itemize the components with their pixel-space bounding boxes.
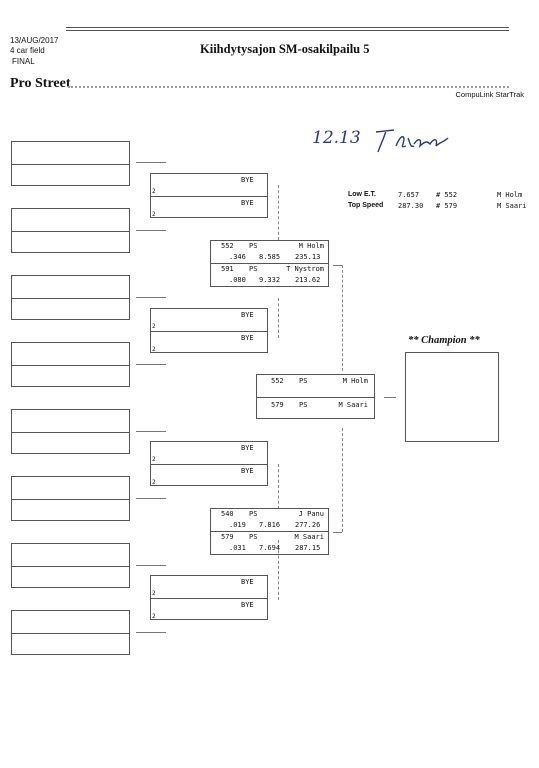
elapsed-time: 7.694 (259, 544, 281, 552)
bye-box-4: BYE BYE 2 2 (150, 575, 268, 620)
speed: 287.15 (295, 544, 321, 552)
connector (136, 498, 166, 499)
connector (136, 632, 166, 633)
low-et-name: M Holm (497, 191, 523, 199)
elapsed-time: 7.816 (259, 521, 281, 529)
seed-mark: 2 (152, 211, 156, 218)
top-speed-label: Top Speed (348, 202, 384, 209)
round1-pair-8 (11, 610, 130, 655)
car-class: PS (299, 377, 308, 385)
bye-box-3: BYE BYE 2 2 (150, 441, 268, 486)
top-speed-name: M Saari (497, 202, 527, 210)
connector (333, 265, 342, 266)
top-rule-2 (66, 30, 509, 31)
round1-pair-3 (11, 275, 130, 320)
champion-label: ** Champion ** (408, 335, 480, 346)
seed-mark: 2 (152, 188, 156, 195)
car-number: 579 (271, 401, 284, 409)
software-name: CompuLink StarTrak (455, 90, 525, 99)
connector (278, 540, 279, 600)
bye-label: BYE (241, 176, 254, 184)
round1-pair-1 (11, 141, 130, 186)
bye-label: BYE (241, 199, 254, 207)
car-class: PS (249, 510, 258, 518)
seed-mark: 2 (152, 613, 156, 620)
top-speed-value: 287.30 (398, 202, 424, 210)
bye-box-1: BYE BYE 2 2 (150, 173, 268, 218)
round1-pair-4 (11, 342, 130, 387)
champion-box (405, 352, 499, 442)
low-et-value: 7.657 (398, 191, 420, 199)
driver-name: J Panu (298, 510, 324, 518)
connector (278, 464, 279, 509)
driver-name: T Nystrom (286, 265, 324, 273)
bye-label: BYE (241, 334, 254, 342)
class-name: Pro Street (10, 76, 71, 91)
car-number: 552 (221, 242, 234, 250)
connector (342, 428, 343, 532)
connector (342, 265, 343, 371)
connector (384, 397, 396, 398)
reaction-time: .346 (229, 253, 246, 261)
car-number: 552 (271, 377, 284, 385)
connector (136, 230, 166, 231)
field-size: 4 car field (10, 46, 45, 55)
seed-mark: 2 (152, 456, 156, 463)
elapsed-time: 8.585 (259, 253, 281, 261)
seed-mark: 2 (152, 323, 156, 330)
race-date: 13/AUG/2017 (10, 36, 59, 45)
header-dots (68, 86, 509, 88)
car-number: 579 (221, 533, 234, 541)
connector (136, 364, 166, 365)
bye-label: BYE (241, 444, 254, 452)
top-speed-number: # 579 (436, 202, 458, 210)
connector (136, 297, 166, 298)
round1-pair-5 (11, 409, 130, 454)
low-et-label: Low E.T. (348, 191, 376, 198)
speed: 213.62 (295, 276, 321, 284)
bye-label: BYE (241, 601, 254, 609)
round1-pair-6 (11, 476, 130, 521)
connector (136, 162, 166, 163)
handwritten-time: 12.13 (312, 128, 361, 148)
reaction-time: .019 (229, 521, 246, 529)
car-class: PS (249, 533, 258, 541)
final-box: 552 PS M Holm 579 PS M Saari (256, 374, 375, 419)
reaction-time: .080 (229, 276, 246, 284)
connector (278, 185, 279, 240)
driver-name: M Holm (342, 377, 368, 385)
driver-name: M Holm (298, 242, 324, 250)
reaction-time: .031 (229, 544, 246, 552)
driver-name: M Saari (338, 401, 368, 409)
connector (136, 565, 166, 566)
bye-label: BYE (241, 578, 254, 586)
bye-label: BYE (241, 311, 254, 319)
driver-name: M Saari (294, 533, 324, 541)
event-title: Kiihdytysajon SM-osakilpailu 5 (200, 42, 370, 56)
car-class: PS (249, 242, 258, 250)
bye-label: BYE (241, 467, 254, 475)
seed-mark: 2 (152, 479, 156, 486)
connector (278, 298, 279, 338)
car-class: PS (249, 265, 258, 273)
elapsed-time: 9.332 (259, 276, 281, 284)
car-number: 540 (221, 510, 234, 518)
bye-box-2: BYE BYE 2 2 (150, 308, 268, 353)
connector (333, 532, 342, 533)
car-class: PS (299, 401, 308, 409)
round1-pair-2 (11, 208, 130, 253)
top-rule (66, 27, 509, 28)
connector (136, 431, 166, 432)
semifinal-1: 552 PS M Holm .346 8.585 235.13 591 PS T… (210, 240, 329, 287)
seed-mark: 2 (152, 590, 156, 597)
seed-mark: 2 (152, 346, 156, 353)
speed: 235.13 (295, 253, 321, 261)
car-number: 591 (221, 265, 234, 273)
speed: 277.26 (295, 521, 321, 529)
round-name: FINAL (12, 57, 35, 66)
round1-pair-7 (11, 543, 130, 588)
semifinal-2: 540 PS J Panu .019 7.816 277.26 579 PS M… (210, 508, 329, 555)
low-et-number: # 552 (436, 191, 458, 199)
handwritten-signature (375, 129, 449, 153)
